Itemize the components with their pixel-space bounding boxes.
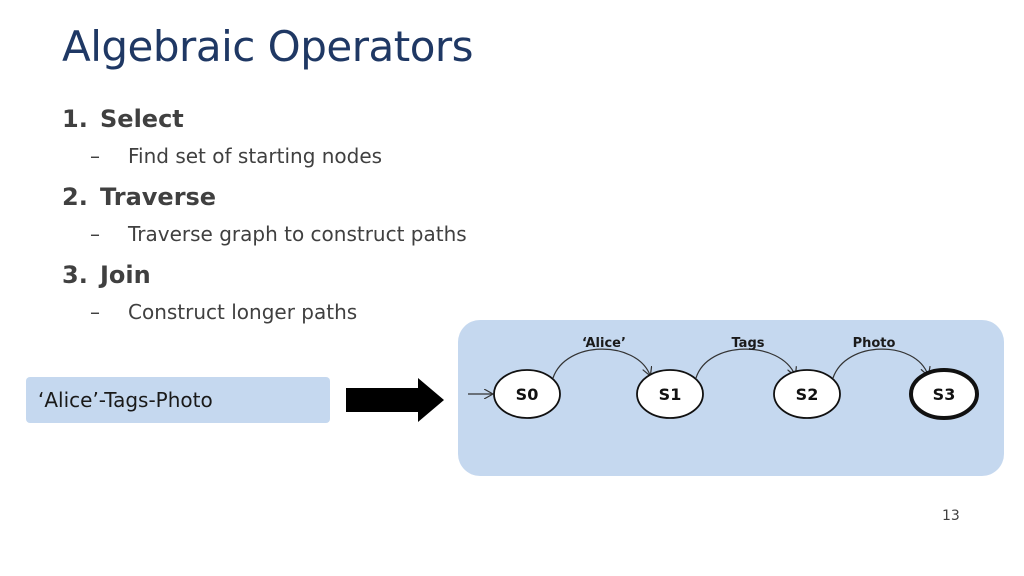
slide-number: 13	[942, 508, 960, 524]
state-label: S1	[659, 385, 682, 404]
list-subitem: – Find set of starting nodes	[62, 138, 582, 178]
query-box: ‘Alice’-Tags-Photo	[26, 377, 330, 423]
automaton-diagram: ‘Alice’ Tags Photo S0 S1 S2 S3	[468, 336, 979, 420]
list-subitem-text: Traverse graph to construct paths	[128, 222, 467, 246]
right-arrow-icon	[346, 378, 444, 422]
query-text: ‘Alice’-Tags-Photo	[38, 388, 213, 412]
accept-state-node	[909, 368, 979, 420]
list-item-traverse: 2. Traverse	[62, 178, 582, 216]
list-item-select: 1. Select	[62, 100, 582, 138]
dash-marker: –	[90, 144, 100, 168]
transition-label: ‘Alice’	[582, 336, 626, 351]
list-subitem-text: Find set of starting nodes	[128, 144, 383, 168]
slide-title: Algebraic Operators	[62, 22, 474, 71]
transition-arc-s0-s1	[552, 348, 650, 379]
automaton-panel: ‘Alice’ Tags Photo S0 S1 S2 S3	[458, 320, 1004, 476]
list-subitem: – Traverse graph to construct paths	[62, 216, 582, 256]
list-label: Traverse	[100, 183, 217, 211]
list-item-join: 3. Join	[62, 256, 582, 294]
list-subitem-text: Construct longer paths	[128, 300, 358, 324]
state-label: S2	[796, 385, 819, 404]
transition-label: Tags	[731, 336, 764, 351]
dash-marker: –	[90, 222, 100, 246]
state-node	[773, 369, 841, 419]
list-subitem: – Construct longer paths	[62, 294, 582, 334]
list-label: Select	[100, 105, 184, 133]
transition-label: Photo	[853, 336, 896, 351]
state-label: S0	[516, 385, 539, 404]
state-label: S3	[933, 385, 956, 404]
list-label: Join	[100, 261, 151, 289]
transition-arc-s1-s2	[695, 348, 795, 379]
transition-arc-s2-s3	[832, 348, 928, 379]
list-number: 3.	[62, 261, 88, 289]
dash-marker: –	[90, 300, 100, 324]
list-number: 1.	[62, 105, 88, 133]
list-number: 2.	[62, 183, 88, 211]
operator-list: 1. Select – Find set of starting nodes 2. T…	[62, 100, 582, 334]
state-node	[493, 369, 561, 419]
state-node	[636, 369, 704, 419]
